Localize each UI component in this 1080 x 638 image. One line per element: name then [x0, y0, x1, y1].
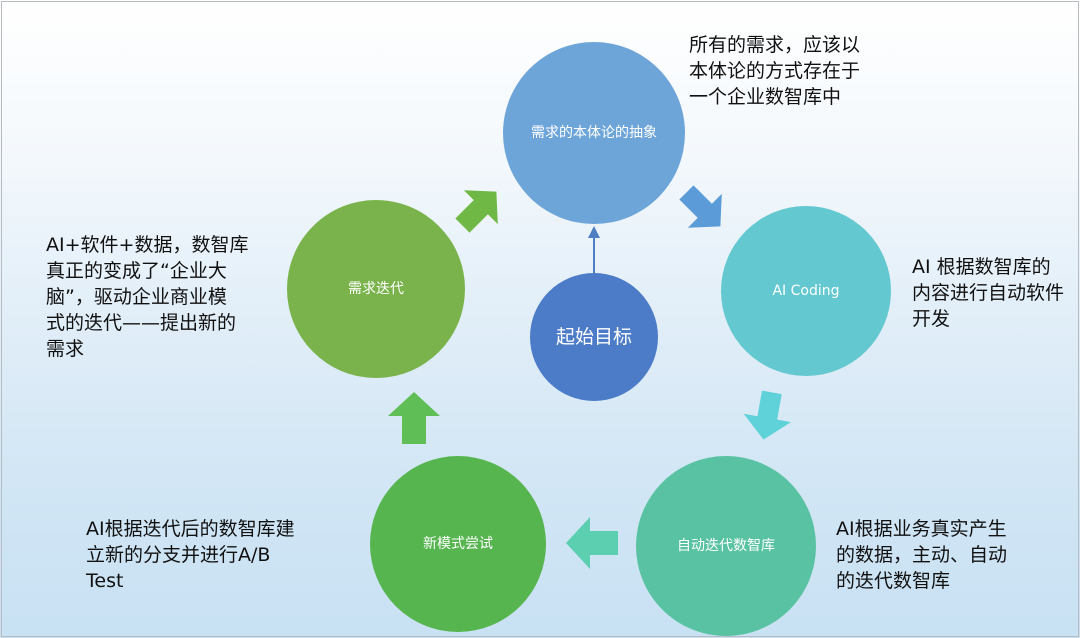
note-top: 所有的需求，应该以 本体论的方式存在于 一个企业数智库中 [689, 34, 861, 108]
node-new-mode-label: 新模式尝试 [423, 536, 493, 552]
note-right: AI 根据数智库的 内容进行自动软件 开发 [912, 256, 1065, 330]
goal-to-abstraction-arrowhead [588, 226, 600, 238]
node-auto-iterate-label: 自动迭代数智库 [677, 538, 775, 554]
arrow-iterate-to-abstraction [455, 190, 498, 233]
arrow-auto-to-newmode [566, 517, 618, 569]
arrow-newmode-to-iterate [388, 392, 440, 444]
node-iterate: 需求迭代 [287, 200, 465, 378]
node-ai-coding-label: AI Coding [772, 283, 840, 299]
arrow-abstraction-to-coding [679, 185, 722, 228]
node-auto-iterate: 自动迭代数智库 [636, 456, 816, 636]
node-ai-coding: AI Coding [721, 206, 891, 376]
node-goal: 起始目标 [530, 273, 658, 401]
node-abstraction: 需求的本体论的抽象 [503, 42, 685, 224]
node-abstraction-label: 需求的本体论的抽象 [531, 125, 657, 141]
node-goal-label: 起始目标 [555, 325, 632, 348]
note-bottom-right: AI根据业务真实产生 的数据，主动、自动 的迭代数智库 [836, 518, 1008, 592]
note-bottom-left: AI根据迭代后的数智库建 立新的分支并进行A/B Test [86, 518, 295, 592]
arrow-coding-to-auto [743, 390, 791, 440]
node-iterate-label: 需求迭代 [348, 281, 404, 297]
node-new-mode: 新模式尝试 [370, 456, 546, 632]
note-left: AI+软件+数据，数智库 真正的变成了“企业大 脑”，驱动企业商业模 式的迭代—… [46, 234, 249, 360]
